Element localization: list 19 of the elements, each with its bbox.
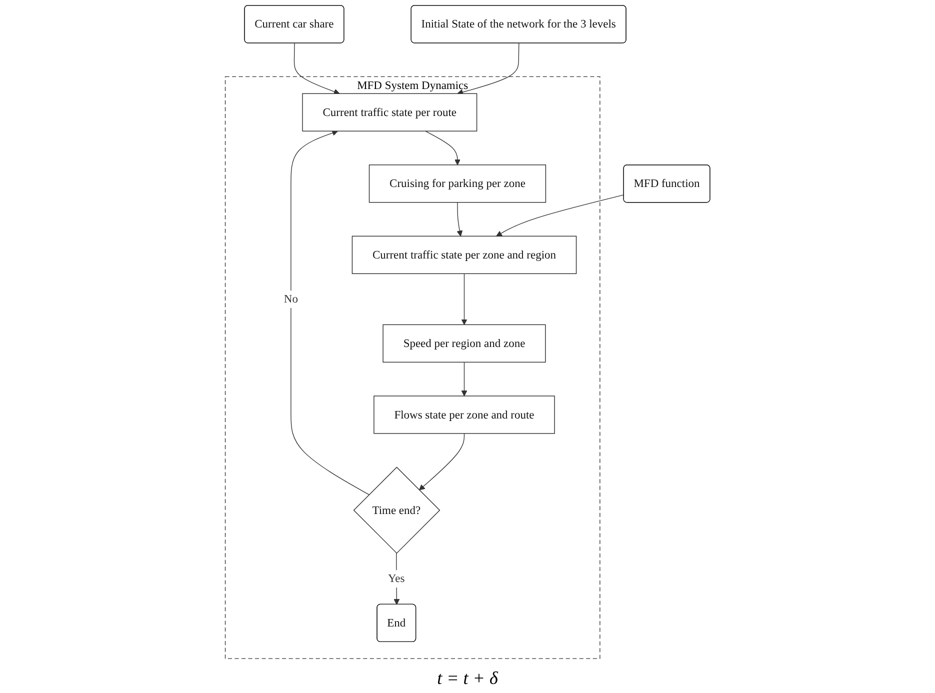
arrow: [290, 130, 370, 496]
arrow: [461, 362, 468, 396]
arrow: [456, 202, 462, 236]
node-box: Current traffic state per zone and region: [352, 236, 577, 274]
arrow: [294, 42, 340, 94]
arrow: [424, 130, 460, 166]
node-box: Flows state per zone and route: [374, 396, 555, 434]
node-box: Current traffic state per route: [302, 93, 478, 132]
arrow: [418, 433, 464, 490]
arrow: [461, 273, 468, 325]
edge-label: Yes: [388, 572, 405, 585]
node-box: Speed per region and zone: [382, 324, 546, 363]
arrow: [457, 42, 520, 96]
edge-label: No: [284, 292, 298, 306]
loop-note: t = t + δ: [437, 668, 498, 689]
node-box: Cruising for parking per zone: [368, 164, 546, 203]
arrow: [394, 552, 400, 605]
node-diamond: Time end?: [353, 466, 440, 554]
arrow: [496, 194, 624, 236]
